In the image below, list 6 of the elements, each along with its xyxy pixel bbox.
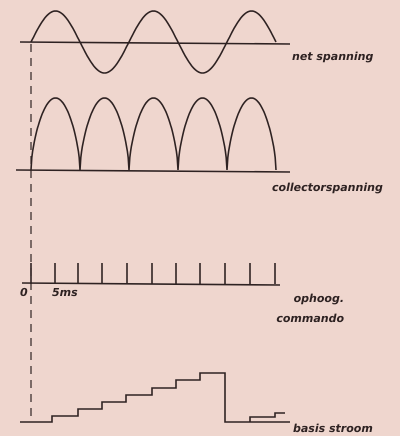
axis-label: basis stroom (293, 421, 373, 436)
axis-label: 0 (20, 285, 28, 301)
axis-label: ophoog. commando (275, 291, 344, 327)
axis-label: collectorspanning (272, 180, 383, 196)
axis-label: 5ms (52, 285, 78, 301)
axis-label: net spanning (292, 49, 374, 65)
